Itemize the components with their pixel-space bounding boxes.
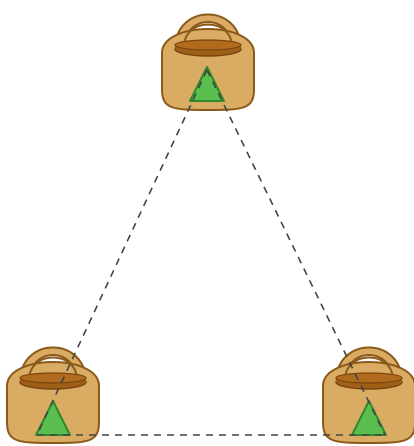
dashed-connection-top-right <box>206 69 386 436</box>
dashed-connection-top-left <box>36 69 208 436</box>
